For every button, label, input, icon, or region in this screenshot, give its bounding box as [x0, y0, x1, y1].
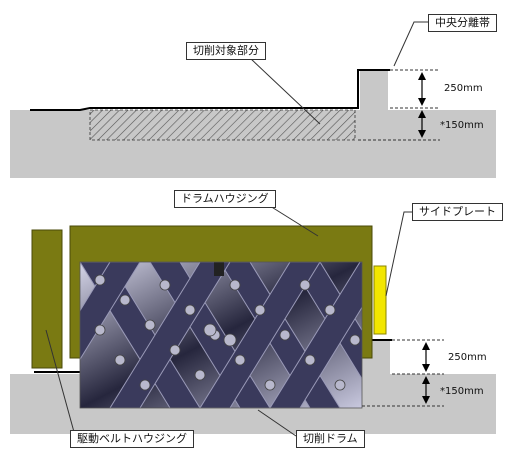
median-label: 中央分離帯	[428, 14, 497, 32]
cut-area-label: 切削対象部分	[186, 42, 266, 60]
side-plate-leader	[385, 211, 418, 297]
side-plate-label: サイドプレート	[412, 203, 503, 221]
drum-outline	[79, 261, 363, 409]
cutting-drum-label: 切削ドラム	[296, 430, 365, 448]
top-median-side	[388, 110, 496, 178]
side-plate	[373, 265, 387, 335]
belt-housing-panel	[31, 229, 63, 369]
belt-housing-label: 駆動ベルトハウジング	[70, 430, 194, 448]
drum-housing-leader	[269, 205, 319, 237]
cutting-drum	[80, 262, 362, 408]
cut-area-leader	[249, 57, 321, 125]
bottom-depth-value: *150mm	[440, 386, 484, 397]
drum-housing-label: ドラムハウジング	[174, 190, 276, 208]
bottom-height-value: 250mm	[448, 352, 487, 363]
bottom-machine-section	[10, 205, 496, 437]
top-height-value: 250mm	[444, 83, 483, 94]
top-road-section	[10, 21, 496, 178]
bottom-road-under	[80, 406, 364, 434]
bottom-median-side	[390, 374, 496, 434]
top-median-block	[360, 70, 388, 178]
cutting-drum-leader	[257, 409, 297, 437]
top-road-outline	[30, 69, 390, 111]
median-leader	[393, 21, 432, 67]
top-cut-area	[89, 109, 356, 141]
belt-housing-leader	[45, 329, 75, 433]
top-depth-value: *150mm	[440, 120, 484, 131]
